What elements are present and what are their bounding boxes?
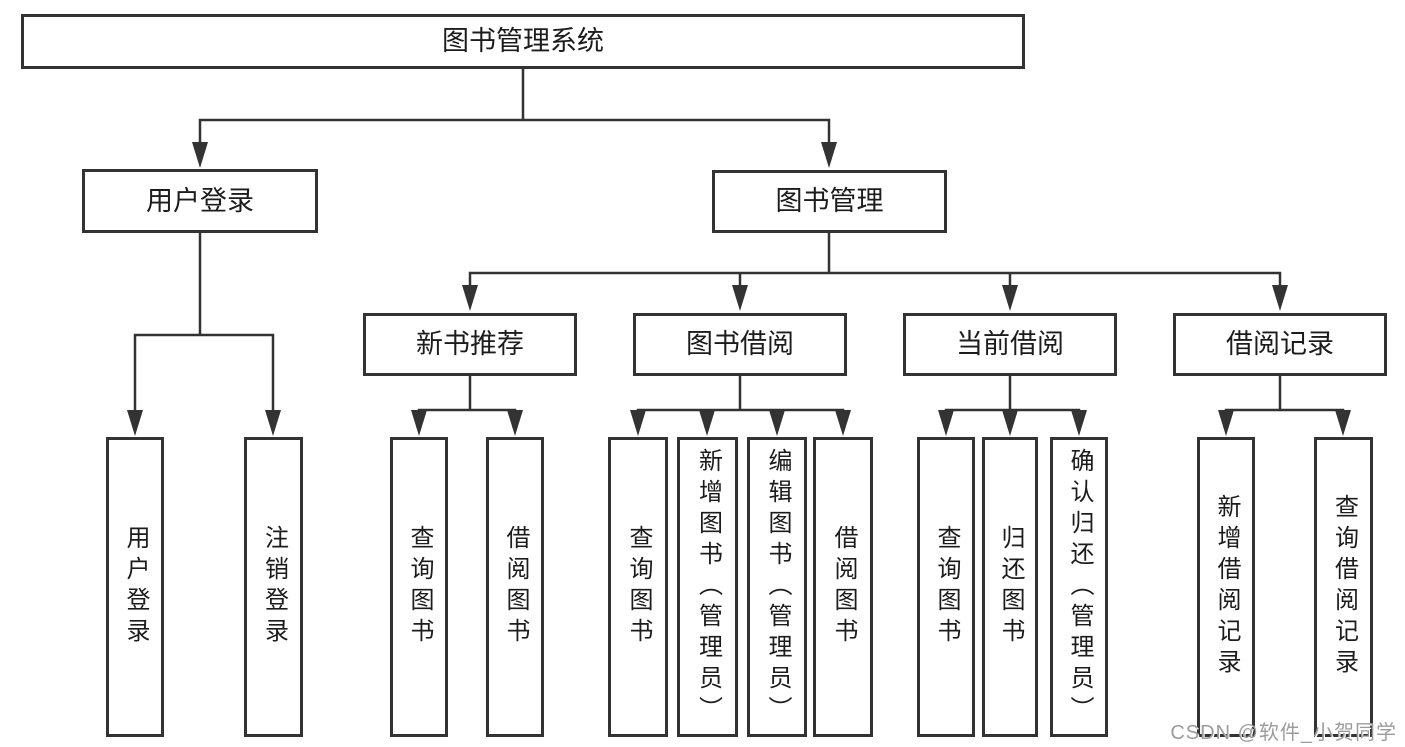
leaf-borrow-books-borrowing: 借阅图书 (813, 437, 873, 737)
node-borrowing-records: 借阅记录 (1173, 313, 1387, 376)
leaf-query-borrow-record: 查询借阅记录 (1314, 437, 1373, 737)
leaf-return-books: 归还图书 (982, 437, 1038, 737)
node-user-login: 用户登录 (82, 169, 318, 233)
watermark-csdn: CSDN @软件_小贺同学 (1170, 722, 1397, 744)
node-book-borrowing: 图书借阅 (633, 313, 847, 376)
leaf-query-books-borrowing: 查询图书 (608, 437, 668, 737)
node-current-borrowing: 当前借阅 (903, 313, 1117, 376)
node-library-management-system: 图书管理系统 (21, 14, 1025, 69)
leaf-logout: 注销登录 (244, 437, 303, 737)
node-book-management: 图书管理 (712, 170, 947, 233)
arrowheads (127, 142, 1351, 436)
node-new-book-recommendation: 新书推荐 (363, 313, 577, 376)
leaf-query-books-recommend: 查询图书 (390, 437, 448, 737)
leaf-add-books-admin: 新增图书（管理员） (677, 437, 738, 737)
leaf-user-login: 用户登录 (106, 437, 164, 737)
leaf-borrow-books-recommend: 借阅图书 (486, 437, 544, 737)
leaf-confirm-return-admin: 确认归还（管理员） (1050, 437, 1108, 737)
leaf-query-books-current: 查询图书 (917, 437, 975, 737)
leaf-edit-books-admin: 编辑图书（管理员） (747, 437, 807, 737)
leaf-add-borrow-record: 新增借阅记录 (1197, 437, 1255, 737)
